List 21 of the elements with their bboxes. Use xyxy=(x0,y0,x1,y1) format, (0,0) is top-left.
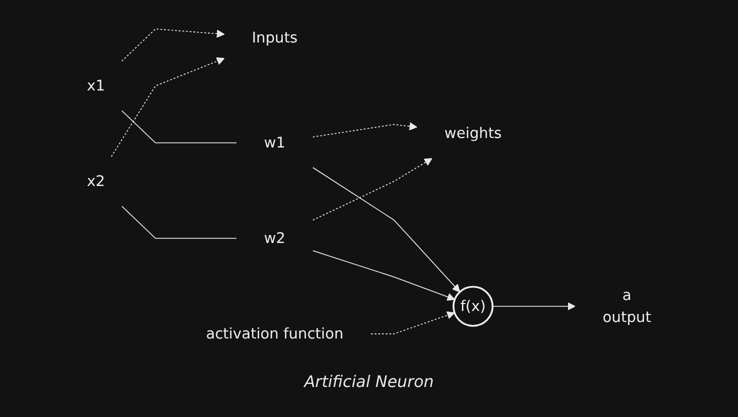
arrow xyxy=(312,250,456,301)
connector xyxy=(121,110,237,144)
node-label: output xyxy=(602,308,652,326)
arrow xyxy=(110,57,225,158)
arrow xyxy=(312,122,418,138)
node-text: w1 xyxy=(264,134,286,152)
arrow xyxy=(312,167,460,292)
node-circle: f(x) xyxy=(452,286,494,327)
node-text: weights xyxy=(444,124,502,142)
caption: Artificial Neuron xyxy=(302,372,435,391)
node-text: a xyxy=(622,286,632,304)
node-text: Inputs xyxy=(252,28,298,46)
arrow xyxy=(312,158,432,221)
node-text: x1 xyxy=(86,76,105,94)
arrow xyxy=(121,28,225,62)
arrow xyxy=(370,311,455,334)
connector xyxy=(121,206,237,239)
node-text: activation function xyxy=(206,324,344,342)
arrow xyxy=(492,302,576,310)
node-text: x2 xyxy=(86,172,105,190)
node-text: w2 xyxy=(264,229,286,247)
